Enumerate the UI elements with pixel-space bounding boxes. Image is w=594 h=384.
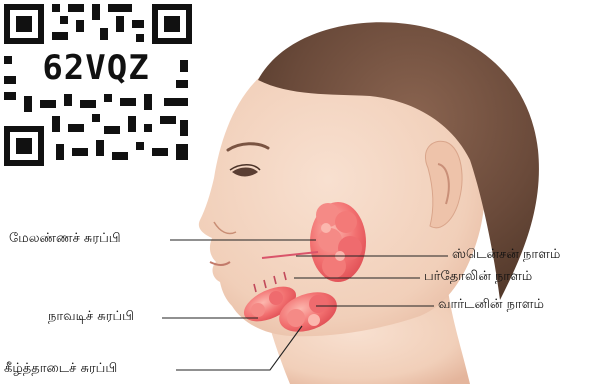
label-parotid-gland: மேலண்ணச் சுரப்பி	[9, 231, 121, 247]
label-submandibular-gland: கீழ்த்தாடைச் சுரப்பி	[4, 361, 117, 377]
label-stensen-duct: ஸ்டென்சன் நாளம்	[452, 247, 560, 263]
label-sublingual-gland: நாவடிச் சுரப்பி	[48, 309, 134, 325]
qr-code-text: 62VQZ	[22, 48, 170, 88]
label-wharton-duct: வார்டனின் நாளம்	[438, 297, 544, 313]
parotid-gland	[310, 202, 366, 282]
label-bartholin-duct: பர்தோலின் நாளம்	[424, 269, 532, 285]
